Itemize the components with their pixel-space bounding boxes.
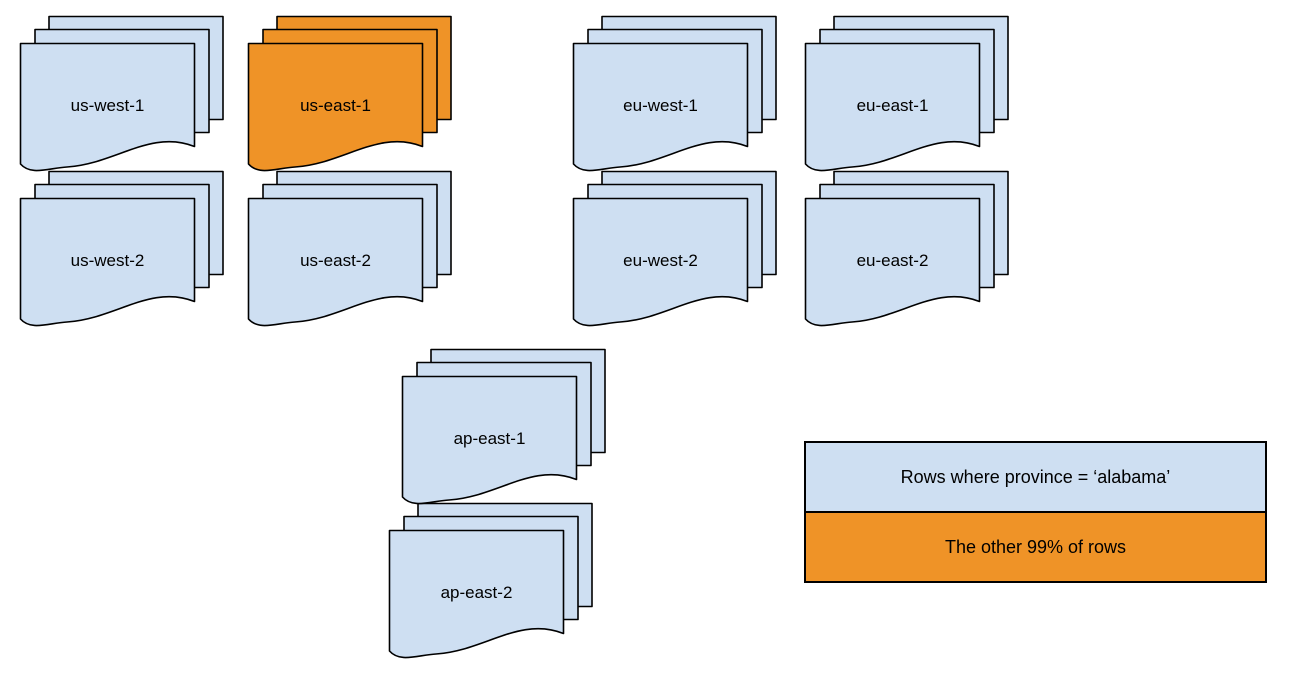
page-front bbox=[388, 529, 565, 659]
region-stack-eu-west-2: eu-west-2 bbox=[572, 170, 778, 332]
page-front bbox=[572, 42, 749, 172]
page-front bbox=[247, 197, 424, 327]
region-stack-us-west-1: us-west-1 bbox=[19, 15, 225, 177]
legend-item-label: The other 99% of rows bbox=[944, 536, 1127, 557]
region-stack-ap-east-1: ap-east-1 bbox=[401, 348, 607, 510]
region-stack-ap-east-2: ap-east-2 bbox=[388, 502, 594, 664]
document-stack-icon bbox=[19, 15, 224, 172]
document-stack-icon bbox=[388, 502, 593, 659]
page-front bbox=[804, 42, 981, 172]
region-stack-us-east-2: us-east-2 bbox=[247, 170, 453, 332]
document-stack-icon bbox=[247, 15, 452, 172]
region-stack-eu-east-1: eu-east-1 bbox=[804, 15, 1010, 177]
region-stack-us-east-1: us-east-1 bbox=[247, 15, 453, 177]
page-front bbox=[804, 197, 981, 327]
document-stack-icon bbox=[247, 170, 452, 327]
region-stack-us-west-2: us-west-2 bbox=[19, 170, 225, 332]
legend: Rows where province = ‘alabama’ The othe… bbox=[804, 441, 1267, 583]
legend-item-alabama-rows: Rows where province = ‘alabama’ bbox=[806, 443, 1265, 511]
document-stack-icon bbox=[804, 15, 1009, 172]
document-stack-icon bbox=[401, 348, 606, 505]
document-stack-icon bbox=[804, 170, 1009, 327]
region-stack-eu-east-2: eu-east-2 bbox=[804, 170, 1010, 332]
document-stack-icon bbox=[572, 170, 777, 327]
region-stack-eu-west-1: eu-west-1 bbox=[572, 15, 778, 177]
page-front bbox=[19, 42, 196, 172]
page-front bbox=[247, 42, 424, 172]
document-stack-icon bbox=[19, 170, 224, 327]
page-front bbox=[572, 197, 749, 327]
page-front bbox=[401, 375, 578, 505]
legend-item-label: Rows where province = ‘alabama’ bbox=[900, 466, 1171, 487]
page-front bbox=[19, 197, 196, 327]
legend-item-other-rows: The other 99% of rows bbox=[806, 511, 1265, 581]
document-stack-icon bbox=[572, 15, 777, 172]
